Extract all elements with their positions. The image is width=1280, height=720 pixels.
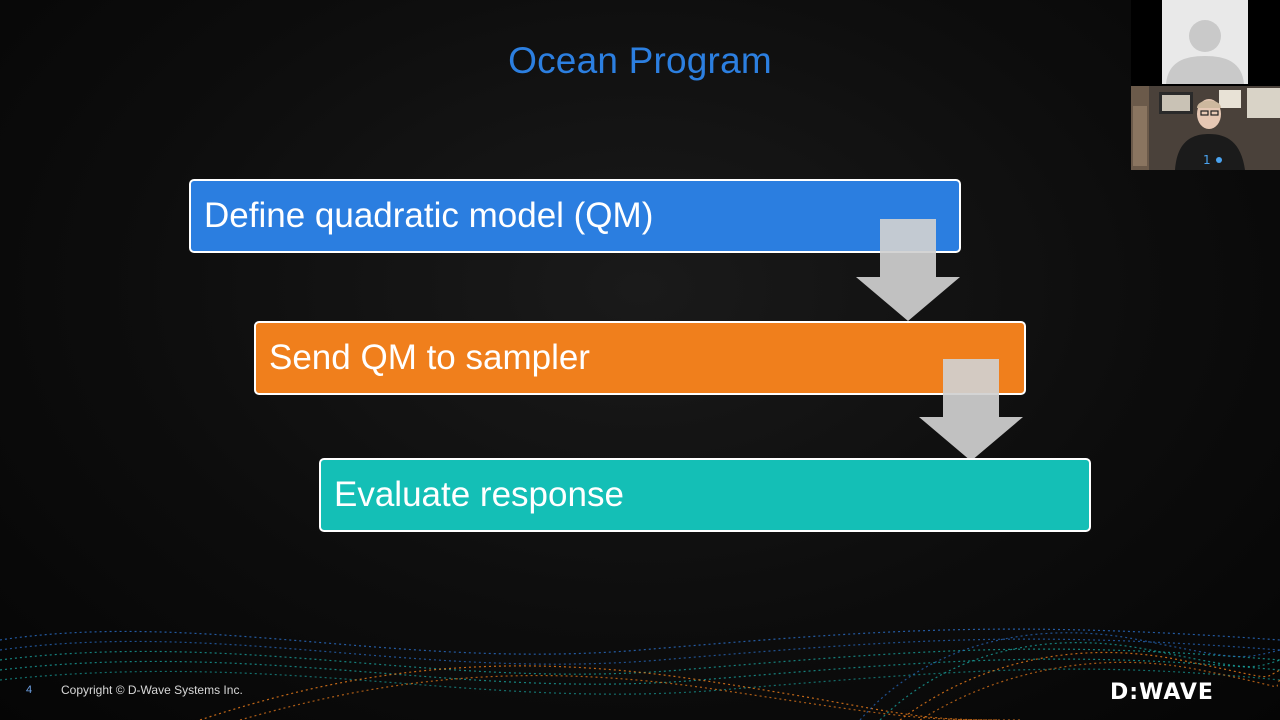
svg-text:1: 1 [1203,153,1211,167]
participant-avatar-tile[interactable] [1162,0,1248,84]
dwave-logo: D:WAVE [1110,680,1214,705]
page-number: 4 [26,684,33,696]
decorative-waves [0,628,1280,720]
down-arrow-icon [919,359,1023,461]
user-silhouette-icon [1166,20,1244,84]
copyright-text: Copyright © D-Wave Systems Inc. [61,683,243,697]
video-call-panel: 1 [1131,0,1280,170]
down-arrow-icon [856,219,960,321]
step-evaluate-response: Evaluate response [319,458,1091,532]
step-send-qm: Send QM to sampler [254,321,1026,395]
slide-title: Ocean Program [508,40,772,81]
participant-webcam[interactable]: 1 [1131,86,1280,170]
step-label: Define quadratic model (QM) [204,196,654,235]
step-label: Evaluate response [334,475,624,514]
webcam-feed: 1 [1131,86,1280,170]
step-label: Send QM to sampler [269,338,590,377]
step-define-qm: Define quadratic model (QM) [189,179,961,253]
